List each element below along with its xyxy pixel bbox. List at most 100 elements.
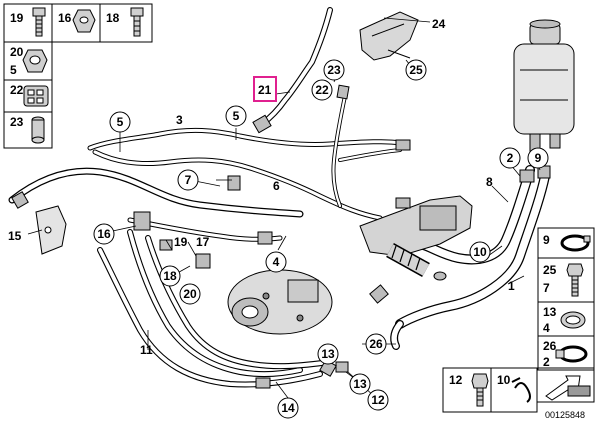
- callout-13a: [317, 343, 339, 365]
- grommet-icon: [23, 85, 49, 107]
- legend-box-26-2: [537, 335, 595, 371]
- legend-left-labels: 19 16 18 20 5 22 23: [10, 11, 120, 129]
- callout-12: [367, 389, 389, 411]
- callout-text-13b: 13: [353, 377, 367, 391]
- callout-5a: [109, 111, 131, 133]
- bracket-15: [35, 205, 67, 255]
- legend-right-labels: 9 25 7 13 4 26 2: [543, 233, 557, 369]
- callout-text-23: 23: [327, 63, 341, 77]
- callout-text-4: 4: [273, 255, 280, 269]
- callout-text-5a: 5: [117, 115, 124, 129]
- callout-23: [323, 59, 345, 81]
- callout-text-25: 25: [409, 63, 423, 77]
- callout-text-18: 18: [163, 269, 177, 283]
- pipe-3: [87, 127, 408, 151]
- legend-label-12: 12: [449, 373, 463, 387]
- callout-20: [179, 283, 201, 305]
- callout-4: [265, 251, 287, 273]
- nut-icon: [22, 49, 48, 73]
- bolt-icon: [130, 7, 144, 37]
- legend-label-19: 19: [10, 11, 24, 25]
- legend-bottom-parts: [471, 373, 591, 407]
- label-3: 3: [176, 113, 183, 127]
- callout-18: [159, 265, 181, 287]
- callout-text-7: 7: [185, 173, 192, 187]
- banjo-bolt-icon: [471, 373, 489, 407]
- callout-14: [277, 397, 299, 419]
- clamp-icon: [555, 345, 588, 363]
- legend-left-parts: [22, 7, 144, 144]
- label-11: 11: [140, 343, 153, 357]
- highlight-box: [253, 76, 277, 102]
- legend-label-22: 22: [10, 83, 24, 97]
- reservoir: [513, 19, 575, 155]
- seal-ring-icon: [560, 311, 586, 329]
- label-19: 19: [174, 235, 188, 249]
- label-24: 24: [432, 17, 446, 31]
- clamp-icon: [560, 234, 591, 252]
- heat-shield: [359, 11, 419, 61]
- nut-icon: [72, 9, 96, 33]
- label-21: 21: [258, 83, 272, 97]
- sleeve-icon: [31, 116, 45, 144]
- legend-label-13: 13: [543, 305, 557, 319]
- callout-25: [405, 59, 427, 81]
- callout-text-20: 20: [183, 287, 197, 301]
- callout-text-14: 14: [281, 401, 295, 415]
- callout-26: [365, 333, 387, 355]
- legend-label-10: 10: [497, 373, 511, 387]
- rack-boot: [386, 243, 430, 277]
- legend-label-9: 9: [543, 233, 550, 247]
- legend-box-18: [99, 3, 153, 43]
- callout-22: [311, 79, 333, 101]
- legend-label-26: 26: [543, 339, 557, 353]
- callout-10: [469, 241, 491, 263]
- legend-right-parts: [555, 234, 591, 363]
- bolt-icon: [566, 263, 584, 297]
- callout-13b: [349, 373, 371, 395]
- legend-bottom: [442, 367, 595, 413]
- legend-box-23: [3, 111, 53, 149]
- legend-label-2: 2: [543, 355, 550, 369]
- legend-label-5: 5: [10, 63, 17, 77]
- steering-rack: [359, 195, 473, 281]
- callout-text-12: 12: [371, 393, 385, 407]
- legend-label-23: 23: [10, 115, 24, 129]
- callout-text-9: 9: [535, 151, 542, 165]
- label-8: 8: [486, 175, 493, 189]
- callout-5b: [225, 105, 247, 127]
- label-6: 6: [273, 179, 280, 193]
- steering-pump: [227, 269, 333, 335]
- legend-label-16: 16: [58, 11, 72, 25]
- callouts: [93, 59, 549, 419]
- legend-label-4: 4: [543, 321, 550, 335]
- legend-right: [537, 227, 595, 371]
- hose-21: [259, 7, 333, 127]
- highlight-21[interactable]: 21: [253, 76, 277, 102]
- bolt-icon: [32, 7, 46, 37]
- legend-label-18: 18: [106, 11, 120, 25]
- callout-text-26: 26: [369, 337, 383, 351]
- legend-left: [3, 3, 153, 149]
- label-15: 15: [8, 229, 22, 243]
- callout-text-2: 2: [507, 151, 514, 165]
- plain-labels: 3 6 8 1 11 15 17 19 24: [8, 17, 515, 357]
- callout-7: [177, 169, 199, 191]
- label-1: 1: [508, 279, 515, 293]
- callout-labels: 5 5 7 16 18 20 4 23 22 25 2 9 10 26 13 1…: [97, 63, 541, 415]
- legend-bottom-labels: 12 10 00125848: [449, 373, 585, 420]
- callout-16: [93, 223, 115, 245]
- callout-text-10: 10: [473, 245, 487, 259]
- callout-text-16: 16: [97, 227, 111, 241]
- fittings: [11, 84, 551, 389]
- catalog-number: 00125848: [545, 410, 585, 420]
- callout-text-5b: 5: [233, 109, 240, 123]
- legend-label-25: 25: [543, 263, 557, 277]
- legend-box-arrow: [536, 367, 595, 403]
- callout-9: [527, 147, 549, 169]
- label-17: 17: [196, 235, 210, 249]
- callout-text-13a: 13: [321, 347, 335, 361]
- arrow-icon: [545, 375, 591, 401]
